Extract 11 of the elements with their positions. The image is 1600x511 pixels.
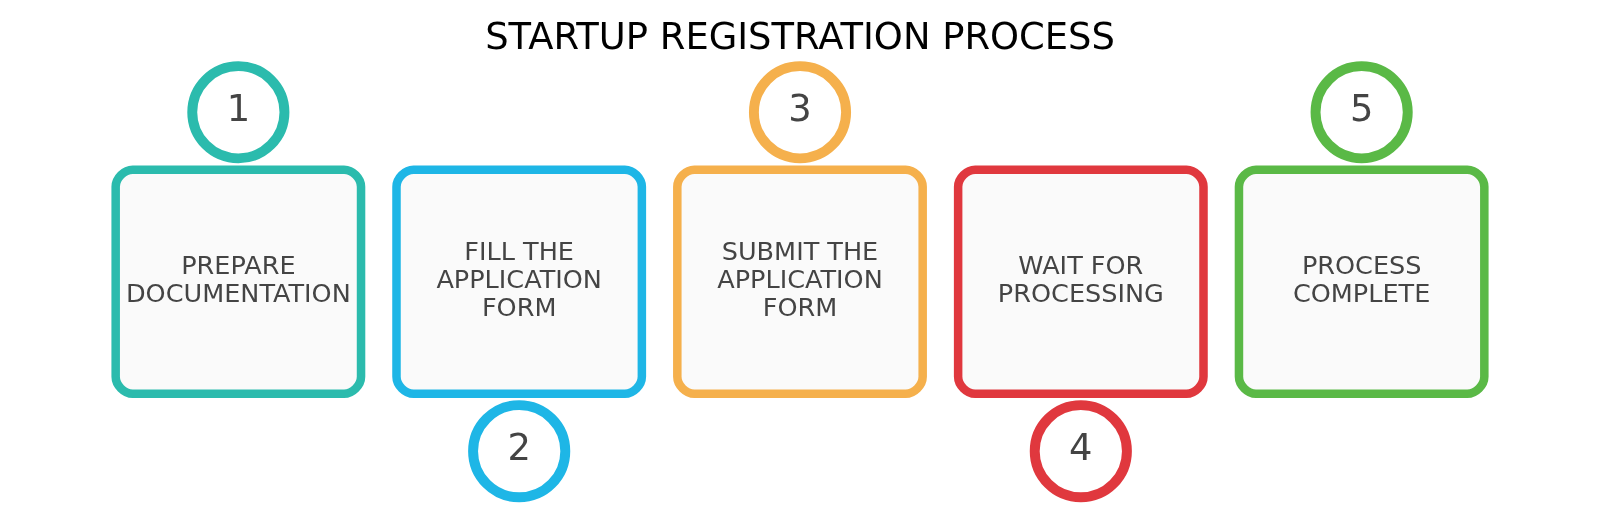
node-box: PROCESS COMPLETE bbox=[1234, 165, 1489, 399]
node-circle: 3 bbox=[748, 61, 852, 164]
node-box: WAIT FOR PROCESSING bbox=[953, 165, 1208, 399]
node-circle: 4 bbox=[1029, 400, 1132, 503]
node-box: SUBMIT THE APPLICATION FORM bbox=[673, 165, 927, 399]
node-box: PREPARE DOCUMENTATION bbox=[111, 165, 366, 399]
node-circle: 5 bbox=[1310, 61, 1413, 164]
node-box: FILL THE APPLICATION FORM bbox=[392, 165, 647, 399]
node-circle: 1 bbox=[187, 61, 290, 164]
diagram-title: STARTUP REGISTRATION PROCESS bbox=[485, 14, 1115, 58]
node-circle: 2 bbox=[468, 400, 571, 503]
